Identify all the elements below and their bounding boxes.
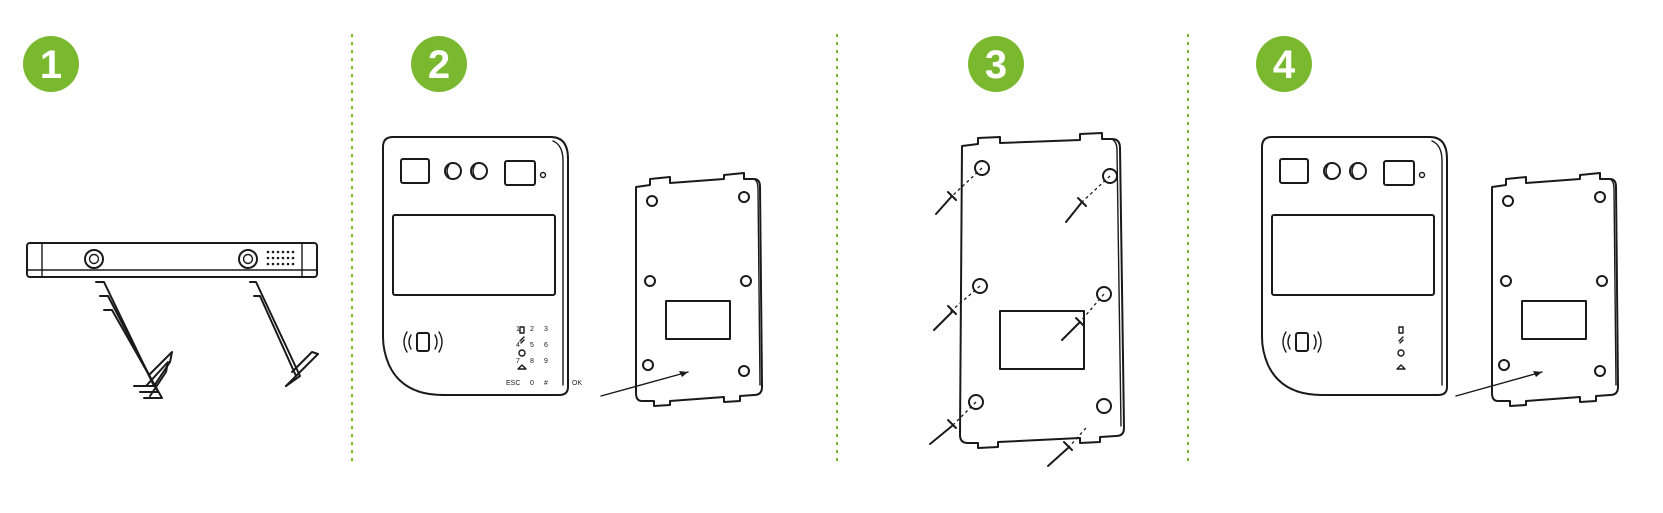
key-hash: # xyxy=(544,380,548,387)
screw-key-right xyxy=(249,281,319,387)
step-4-back-plate xyxy=(1491,172,1619,407)
device-bottom-edge xyxy=(26,242,318,278)
step-2-keypad: 1 2 3 4 5 6 7 8 9 ESC 0 # OK xyxy=(506,326,582,387)
step-badge-1: 1 xyxy=(23,36,79,92)
screw-mid-left xyxy=(933,285,981,331)
step-2-back-plate xyxy=(635,172,763,407)
key-ok: OK xyxy=(572,380,582,387)
screw-bottom-left xyxy=(929,401,977,445)
key-9: 9 xyxy=(544,358,548,365)
step-number-3: 3 xyxy=(985,43,1007,87)
screw-top-left xyxy=(935,167,983,215)
screw-top-right xyxy=(1065,175,1111,223)
step-3-screws xyxy=(929,167,1111,467)
step-4-device-front xyxy=(1261,136,1448,396)
step-4-arrow xyxy=(1455,371,1543,397)
key-7: 7 xyxy=(516,358,520,365)
speaker-grille xyxy=(266,250,295,266)
key-0: 0 xyxy=(530,380,534,387)
screw-mid-right xyxy=(1061,293,1105,341)
step-2-arrow xyxy=(600,371,689,397)
key-5: 5 xyxy=(530,342,534,349)
step-3-back-plate xyxy=(959,132,1125,449)
step-number-1: 1 xyxy=(40,43,62,87)
key-4: 4 xyxy=(516,342,520,349)
screw-bottom-right xyxy=(1047,427,1087,467)
step-number-2: 2 xyxy=(428,43,450,87)
key-6: 6 xyxy=(544,342,548,349)
step-number-4: 4 xyxy=(1273,43,1296,87)
step-2-device-front xyxy=(382,136,569,396)
key-8: 8 xyxy=(530,358,534,365)
key-2: 2 xyxy=(530,326,534,333)
step-badge-4: 4 xyxy=(1256,36,1312,92)
key-esc: ESC xyxy=(506,380,520,387)
screw-key-left xyxy=(95,281,173,399)
step-badge-2: 2 xyxy=(411,36,467,92)
step-badge-3: 3 xyxy=(968,36,1024,92)
key-1: 1 xyxy=(516,326,520,333)
key-3: 3 xyxy=(544,326,548,333)
